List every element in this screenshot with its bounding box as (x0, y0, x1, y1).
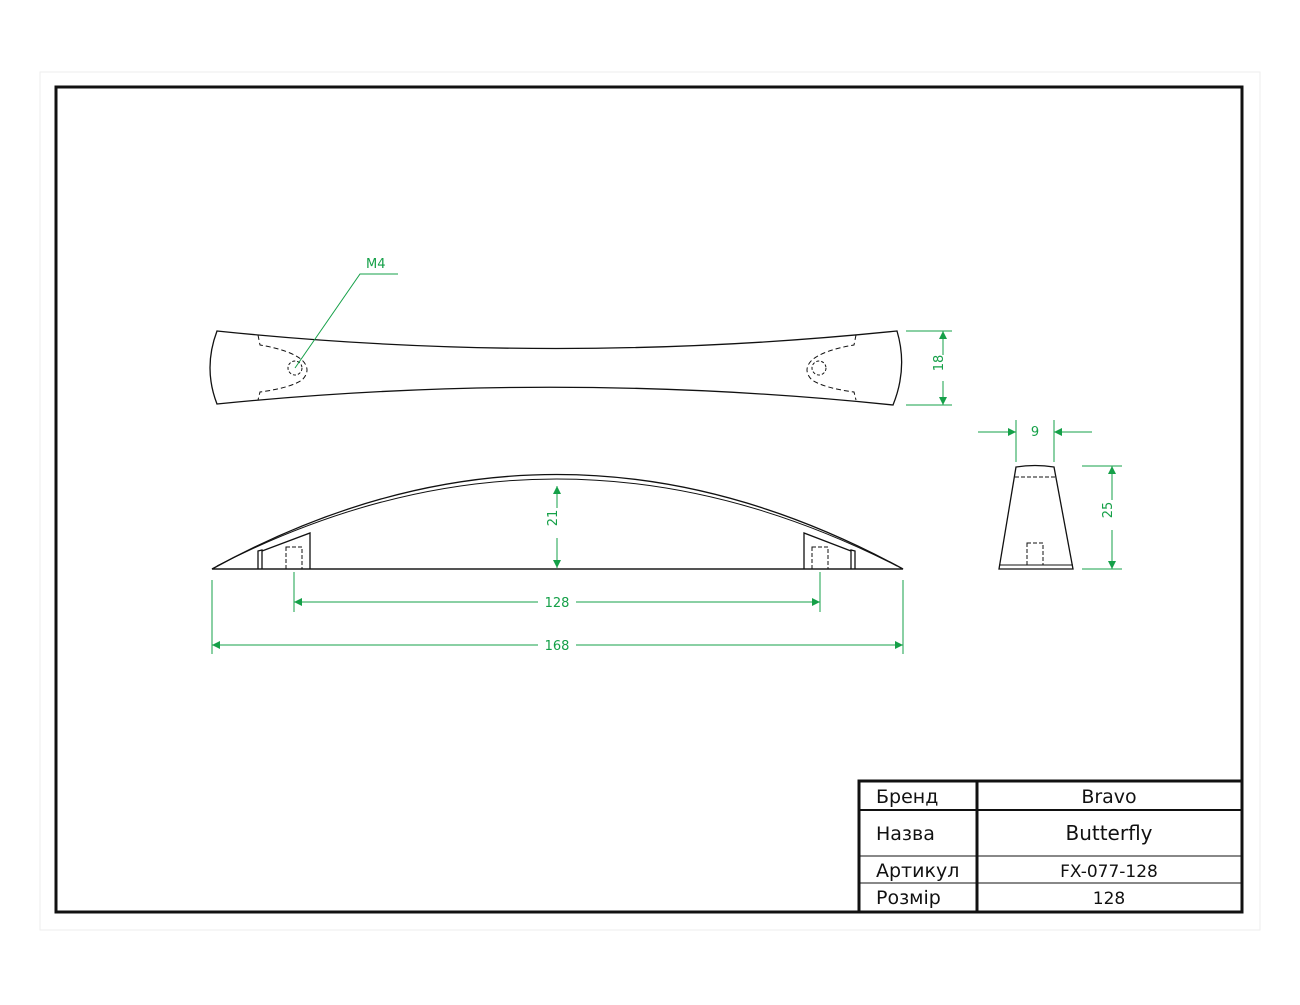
arc-inner (216, 478, 898, 567)
title-block-frame (857, 779, 1244, 914)
name-value: Butterfly (1065, 821, 1152, 845)
right-hole-hidden (811, 360, 827, 376)
dim-height-top-label: 18 (932, 355, 947, 372)
left-pocket-hidden (257, 334, 308, 401)
dim-overall-length: 168 (211, 580, 904, 654)
thread-leader-line (294, 273, 398, 369)
dim-height-side-label: 25 (1101, 502, 1116, 519)
left-hole-hidden (287, 360, 303, 376)
dim-arc-height: 21 (546, 486, 561, 568)
left-post-hole-hidden (285, 546, 303, 570)
brand-value: Bravo (1081, 786, 1136, 808)
end-view (998, 464, 1074, 570)
dim-width-side: 9 (978, 420, 1092, 462)
dim-overall-length-label: 168 (545, 639, 570, 654)
end-view-outline (998, 464, 1074, 570)
dim-hole-spacing-label: 128 (545, 596, 570, 611)
left-post (257, 532, 311, 569)
right-post-hole-hidden (811, 546, 829, 570)
page-edge (39, 71, 1261, 931)
right-pocket-hidden (806, 334, 857, 401)
thread-callout: M4 (294, 257, 398, 369)
name-label: Назва (876, 823, 935, 845)
right-post (803, 532, 856, 569)
dim-height-top: 18 (906, 330, 952, 406)
end-view-hole-hidden (1026, 542, 1044, 566)
dim-arc-height-label: 21 (546, 510, 561, 527)
top-view-outline (209, 330, 903, 406)
brand-label: Бренд (876, 786, 938, 808)
arc-outer (211, 473, 904, 570)
size-value: 128 (1093, 889, 1125, 909)
dim-height-side: 25 (1082, 465, 1122, 570)
article-label: Артикул (876, 860, 959, 882)
size-label: Розмір (876, 887, 941, 909)
article-value: FX-077-128 (1060, 862, 1158, 882)
side-view (211, 473, 904, 570)
title-block: Бренд Bravo Назва Butterfly Артикул FX-0… (857, 779, 1244, 914)
thread-label: M4 (366, 257, 386, 272)
dim-width-side-label: 9 (1031, 425, 1039, 440)
dim-hole-spacing: 128 (293, 572, 821, 612)
drawing-frame (54, 85, 1244, 914)
top-view (209, 330, 903, 406)
